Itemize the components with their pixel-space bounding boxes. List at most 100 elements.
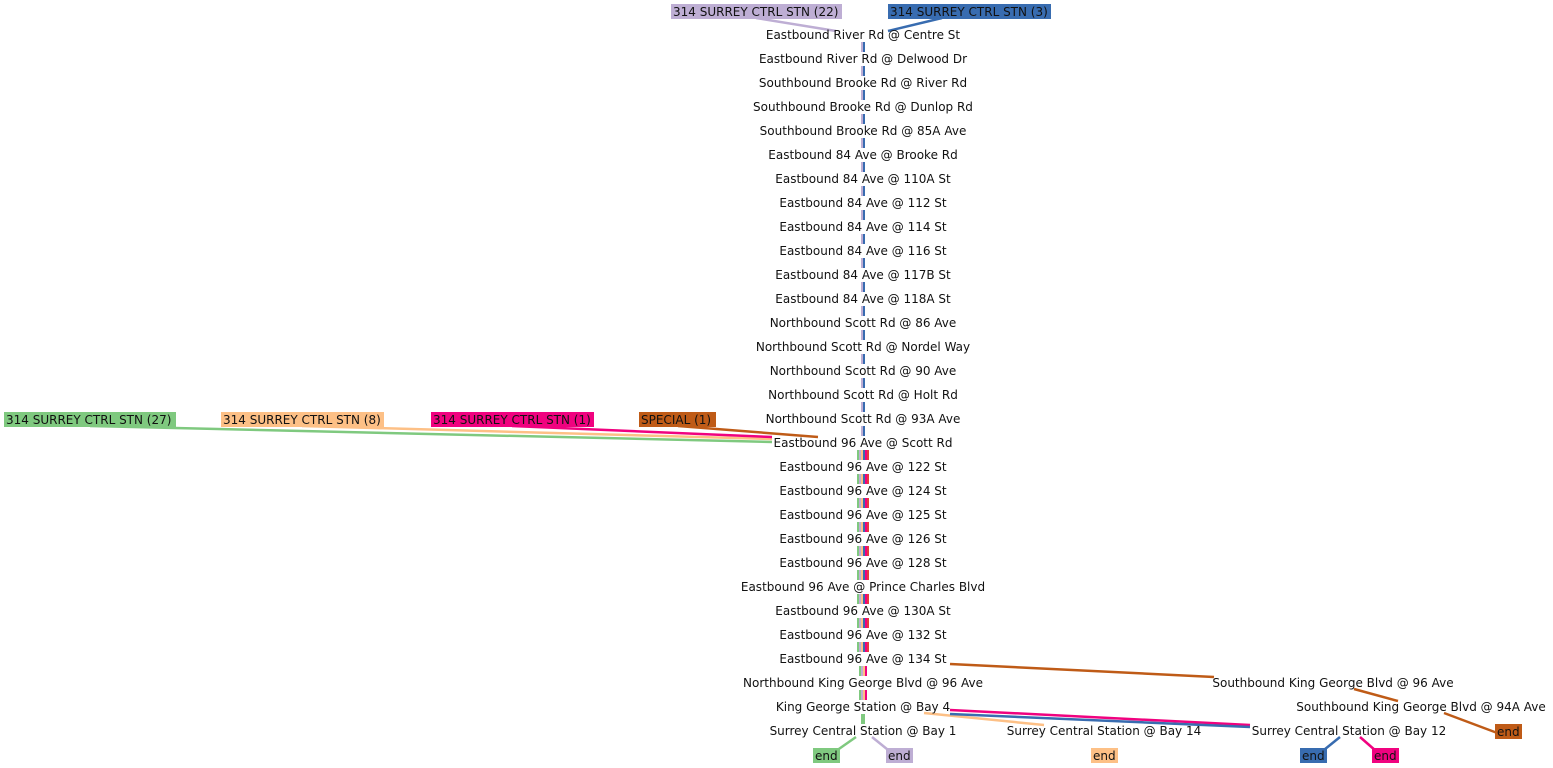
trunk-segment [861, 618, 863, 628]
trunk-segment [865, 690, 867, 700]
trunk-segment [863, 666, 865, 676]
start-tag-peach: 314 SURREY CTRL STN (8) [221, 412, 384, 427]
trunk-segment [861, 162, 863, 172]
trunk-segment [859, 546, 861, 556]
stop-label: Eastbound 84 Ave @ 112 St [779, 196, 947, 210]
trunk-segment [865, 546, 867, 556]
stop-label: Eastbound 84 Ave @ Brooke Rd [768, 148, 957, 162]
end-tag-text: end [888, 749, 911, 763]
trunk-segment [861, 114, 863, 124]
stop-label: Southbound Brooke Rd @ 85A Ave [760, 124, 967, 138]
line-brown-134 [949, 662, 1215, 679]
trunk-segment [863, 594, 865, 604]
trunk-segment [861, 450, 863, 460]
start-tag-magenta: 314 SURREY CTRL STN (1) [431, 412, 594, 427]
trunk-segment [861, 282, 863, 292]
start-tag-blue: 314 SURREY CTRL STN (3) [888, 4, 1051, 19]
trunk-segment [863, 354, 865, 364]
trunk-segment [861, 306, 863, 316]
trunk-segment [865, 450, 867, 460]
line-brown-96 [1353, 687, 1399, 703]
trunk-segment [863, 162, 865, 172]
trunk-segment [861, 138, 863, 148]
trunk-segment [861, 354, 863, 364]
trunk-segment [861, 570, 863, 580]
trunk-segment [863, 210, 865, 220]
stop-label: Northbound Scott Rd @ Holt Rd [768, 388, 958, 402]
stop-label: Surrey Central Station @ Bay 1 [770, 724, 957, 738]
stop-label: King George Station @ Bay 4 [776, 700, 950, 714]
trunk-segments [857, 42, 869, 724]
trunk-segment [867, 522, 869, 532]
start-tag-text: 314 SURREY CTRL STN (22) [673, 5, 838, 19]
trunk-segment [863, 42, 865, 52]
trunk-segment [867, 546, 869, 556]
trunk-segment [859, 450, 861, 460]
end-tag-green: end [813, 748, 840, 763]
trunk-segment [863, 690, 865, 700]
trunk-segment [859, 666, 861, 676]
stop-label: Eastbound 96 Ave @ 125 St [779, 508, 947, 522]
stop-label: Northbound King George Blvd @ 96 Ave [743, 676, 983, 690]
trunk-segment [859, 522, 861, 532]
trunk-segment [861, 234, 863, 244]
trunk-segment [857, 450, 859, 460]
end-tag-peach: end [1091, 748, 1118, 763]
trunk-segment [857, 522, 859, 532]
stop-label-sb-king-george-94a: Southbound King George Blvd @ 94A Ave [1296, 700, 1545, 714]
stop-label: Northbound Scott Rd @ 90 Ave [770, 364, 957, 378]
line-magenta-start [511, 424, 773, 439]
trunk-segment [859, 594, 861, 604]
trunk-segment [859, 690, 861, 700]
trunk-segment [867, 594, 869, 604]
trunk-segment [859, 570, 861, 580]
stop-label: Eastbound 96 Ave @ Prince Charles Blvd [741, 580, 985, 594]
stop-label: Eastbound 84 Ave @ 118A St [775, 292, 951, 306]
stop-label: Eastbound 84 Ave @ 110A St [775, 172, 951, 186]
trunk-segment [863, 546, 865, 556]
stop-label: Eastbound River Rd @ Centre St [766, 28, 961, 42]
trunk-segment [861, 690, 863, 700]
trunk-segment [861, 402, 863, 412]
start-tag-text: 314 SURREY CTRL STN (1) [433, 413, 591, 427]
trunk-segment [867, 618, 869, 628]
line-peach-bay14 [923, 711, 1045, 727]
trunk-segment [863, 306, 865, 316]
start-tag-text: 314 SURREY CTRL STN (27) [6, 413, 171, 427]
trunk-segment [863, 282, 865, 292]
trunk-segment [861, 330, 863, 340]
start-tag-green: 314 SURREY CTRL STN (27) [4, 412, 176, 427]
trunk-segment [863, 714, 865, 724]
trunk-segment [863, 450, 865, 460]
stop-label: Eastbound 96 Ave @ Scott Rd [774, 436, 953, 450]
trunk-segment [863, 522, 865, 532]
stop-label: Eastbound 96 Ave @ 132 St [779, 628, 947, 642]
trunk-segment [865, 570, 867, 580]
trunk-segment [863, 330, 865, 340]
end-tags: end end end end end end [813, 724, 1522, 763]
trunk-segment [863, 66, 865, 76]
stop-label: Eastbound 96 Ave @ 128 St [779, 556, 947, 570]
stop-label-surrey-central-14: Surrey Central Station @ Bay 14 [1007, 724, 1201, 738]
stop-label: Southbound Brooke Rd @ Dunlop Rd [753, 100, 973, 114]
stop-label: Eastbound 96 Ave @ 122 St [779, 460, 947, 474]
trunk-segment [861, 594, 863, 604]
trunk-segment [857, 618, 859, 628]
trunk-segment [861, 498, 863, 508]
trunk-segment [863, 618, 865, 628]
line-magenta-bay12 [949, 708, 1251, 727]
trunk-segment [857, 594, 859, 604]
stop-label: Eastbound 96 Ave @ 130A St [775, 604, 951, 618]
trunk-segment [861, 378, 863, 388]
stop-label: Northbound Scott Rd @ 93A Ave [766, 412, 961, 426]
trunk-segment [865, 642, 867, 652]
trunk-segment [861, 522, 863, 532]
trunk-segment [867, 570, 869, 580]
line-brown-start [677, 424, 819, 439]
stop-labels: Eastbound River Rd @ Centre St Eastbound… [741, 28, 1546, 738]
trunk-segment [859, 618, 861, 628]
end-tag-brown: end [1495, 724, 1522, 739]
trunk-segment [865, 522, 867, 532]
trunk-segment [863, 114, 865, 124]
